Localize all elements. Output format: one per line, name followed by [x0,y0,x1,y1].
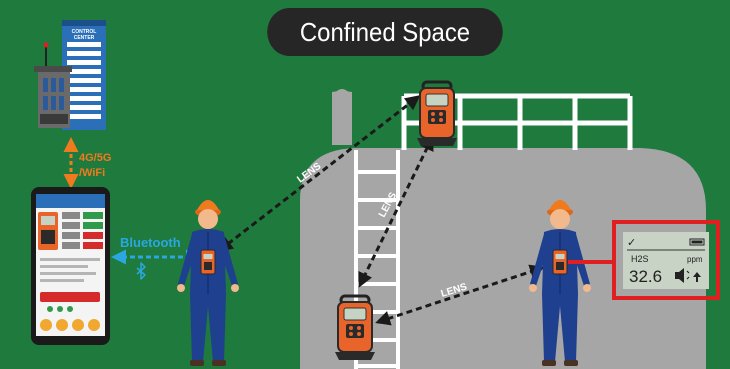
top-gas-detector [415,80,459,148]
network-label-line-2: /WiFi [79,167,105,179]
lens-link-bottom-detector-to-worker [375,264,545,326]
building-sign-line-1: CONTROL [72,29,97,35]
bluetooth-label: Bluetooth [120,235,181,250]
gas-unit: ppm [687,255,703,264]
alarm-speaker-icon [675,268,684,283]
control-center-building: CONTROL CENTER [34,20,106,130]
building-sign-line-2: CENTER [74,35,95,41]
page-title: Confined Space [267,8,503,56]
bluetooth-icon [136,262,146,280]
tank-hatch [332,89,352,145]
lens-link-top-to-bottom-detector [358,135,434,288]
worker-left [176,199,240,367]
smartphone [31,187,110,345]
bottom-gas-detector [333,294,377,362]
status-check-icon: ✓ [627,237,636,249]
battery-icon [689,238,705,246]
gas-reading-callout: ✓ H2S ppm 32.6 [612,220,720,300]
network-label-line-1: 4G/5G [79,152,111,164]
gas-name: H2S [631,254,649,264]
lens-link-worker-to-top-detector [217,95,421,252]
gas-value: 32.6 [629,267,662,286]
rising-arrow-icon [693,272,701,282]
